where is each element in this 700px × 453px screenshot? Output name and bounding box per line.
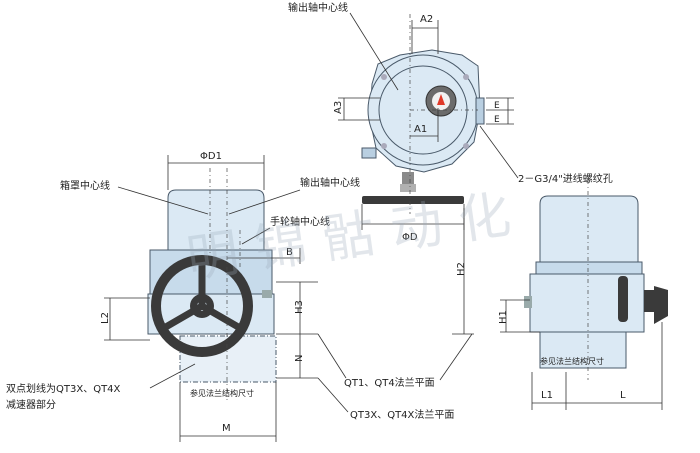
dim-L2: L2 [100,312,111,324]
dim-L: L [620,390,626,401]
dim-H1: H1 [498,310,509,324]
conduit-thread-label: 2－G3/4"进线螺纹孔 [518,172,613,185]
dim-H3: H3 [294,300,305,314]
side-handwheel-hub [644,290,654,312]
cover-centerline-label: 箱罩中心线 [60,179,110,192]
output-axis-label: 输出轴中心线 [288,1,348,14]
side-lug [524,296,532,308]
leader-line [439,333,473,381]
gearbox-note-line2: 减速器部分 [6,398,56,411]
top-lug [361,147,377,159]
gearbox-note-line1: 双点划线为QT3X、QT4X [6,382,121,395]
dim-phiD1: ΦD1 [200,151,222,162]
leader-line [117,186,209,215]
dim-M: M [222,423,231,434]
top-view: 输出轴中心线 A2 A3 A1 E E 2－G3/4"进线螺纹孔 ΦD [288,1,613,243]
side-band [535,261,643,275]
dim-A3: A3 [333,101,344,114]
handwheel-axis-label: 手轮轴中心线 [270,215,330,228]
dim-N: N [294,355,305,362]
bolt-icon [381,74,387,80]
side-handwheel [654,286,668,324]
indicator-arrow-icon [437,94,445,105]
dim-E-upper: E [494,101,500,111]
leader-line [317,377,349,413]
dim-phiD: ΦD [402,232,418,243]
dim-B: B [286,247,293,258]
leader-line [479,125,519,179]
dim-L1: L1 [541,390,553,401]
dim-A2: A2 [420,14,433,25]
side-handwheel-rim [618,276,628,322]
side-lug [262,290,272,298]
side-view: H1 参见法兰结构尺寸 L1 L [498,180,668,410]
front-cover [167,189,265,251]
stem-coupling [402,172,414,184]
dim-H2: H2 [456,262,467,276]
qt3x-qt4x-flange-label: QT3X、QT4X法兰平面 [350,408,454,421]
handwheel-spoke [200,302,242,332]
leader-line [241,227,271,245]
output-axis-front-label: 输出轴中心线 [300,176,360,189]
flange-ref-side: 参见法兰结构尺寸 [540,356,604,366]
front-view: ΦD1 箱罩中心线 输出轴中心线 手轮轴中心线 B H2 L2 H3 N 双点划… [6,151,474,442]
side-base [539,331,627,369]
leader-line [317,333,347,379]
leader-line [149,363,196,389]
conduit-boss [475,97,485,125]
flange-disc [362,196,464,204]
stem-collar [400,184,416,192]
side-cover [539,195,639,263]
dim-E-lower: E [494,115,500,125]
handwheel-rim [151,255,253,357]
qt1-qt4-flange-label: QT1、QT4法兰平面 [344,376,435,389]
handwheel-spoke [162,302,204,332]
leader-line [228,189,301,215]
bolt-icon [463,143,469,149]
flange-ref-front: 参见法兰结构尺寸 [190,388,254,398]
dim-A1: A1 [414,124,427,135]
bolt-icon [381,143,387,149]
bolt-icon [463,74,469,80]
leader-line [349,12,399,91]
